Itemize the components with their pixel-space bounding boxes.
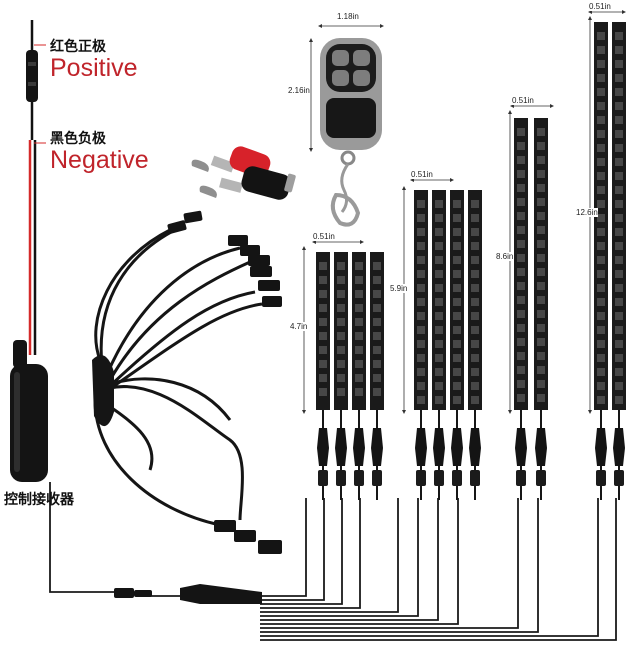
led-strip-icon bbox=[468, 190, 482, 500]
led-strip-icon bbox=[370, 252, 384, 500]
remote-height-label: 2.16in bbox=[288, 86, 310, 95]
led-strip-icon bbox=[316, 252, 330, 500]
led-strip-layer bbox=[316, 22, 626, 500]
led-strip-icon bbox=[432, 190, 446, 500]
connector-plug-icon bbox=[451, 428, 463, 466]
led-strip-icon bbox=[334, 252, 348, 500]
led-strip-icon bbox=[612, 22, 626, 500]
strip-width-label-b: 0.51in bbox=[411, 170, 433, 179]
connector-plug-icon bbox=[335, 428, 347, 466]
connector-plug-icon bbox=[515, 428, 527, 466]
connector-plug-icon bbox=[317, 428, 329, 466]
fuse-holder bbox=[26, 50, 38, 102]
connector-plug-icon bbox=[415, 428, 427, 466]
connector-plug-icon bbox=[469, 428, 481, 466]
wire-harness-icon bbox=[93, 223, 263, 527]
length-label-d: 12.6in bbox=[576, 208, 598, 217]
remote-width-label: 1.18in bbox=[337, 12, 359, 21]
led-strip-icon bbox=[352, 252, 366, 500]
connector-plug-icon bbox=[433, 428, 445, 466]
led-strip-icon bbox=[450, 190, 464, 500]
positive-label-en: Positive bbox=[50, 54, 138, 82]
connector-plug-icon bbox=[595, 428, 607, 466]
connector-plug-icon bbox=[167, 210, 282, 554]
connector-plug-icon bbox=[353, 428, 365, 466]
led-strip-icon bbox=[534, 118, 548, 500]
led-strip-icon bbox=[514, 118, 528, 500]
connector-plug-icon bbox=[613, 428, 625, 466]
led-strip-icon bbox=[414, 190, 428, 500]
strip-width-label-a: 0.51in bbox=[313, 232, 335, 241]
length-label-c: 8.6in bbox=[496, 252, 514, 261]
length-label-b: 5.9in bbox=[390, 284, 408, 293]
dimension-lines bbox=[302, 10, 626, 414]
remote-control-icon bbox=[309, 24, 384, 227]
splitter-body bbox=[92, 355, 114, 427]
led-strip-icon bbox=[594, 22, 608, 500]
strip-width-label-d: 0.51in bbox=[589, 2, 611, 11]
connector-plug-icon bbox=[371, 428, 383, 466]
power-lead bbox=[26, 20, 46, 355]
bus-connectors bbox=[114, 584, 262, 604]
strip-width-label-c: 0.51in bbox=[512, 96, 534, 105]
bus-wires bbox=[49, 482, 617, 641]
connector-plug-icon bbox=[535, 428, 547, 466]
negative-label-en: Negative bbox=[50, 146, 149, 174]
receiver-box-icon bbox=[10, 340, 48, 482]
negative-label-cn: 黑色负极 bbox=[50, 131, 106, 147]
ring-terminal-icon bbox=[191, 146, 296, 200]
length-label-a: 4.7in bbox=[290, 322, 308, 331]
positive-label-cn: 红色正极 bbox=[50, 39, 106, 55]
receiver-label: 控制接收器 bbox=[4, 492, 74, 508]
